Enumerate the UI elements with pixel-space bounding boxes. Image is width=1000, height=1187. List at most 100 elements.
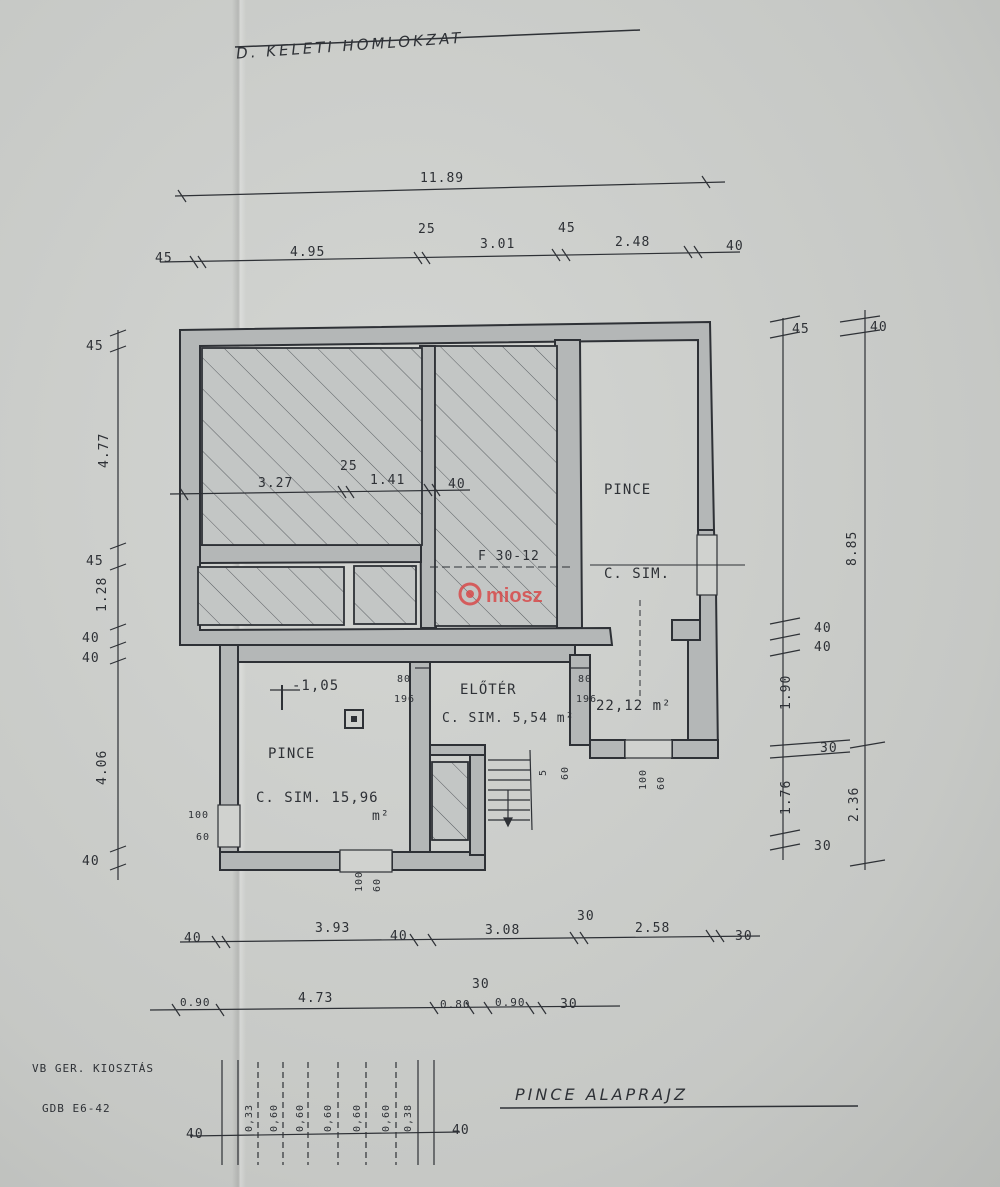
- stair-label-b: 60: [560, 766, 571, 780]
- note-line-2: GDB E6-42: [42, 1102, 111, 1115]
- dim-small-rooms: 1.28: [95, 577, 110, 612]
- room-pince-left-floor: C. SIM. 15,96: [256, 790, 379, 806]
- dim-wall-1: 40: [82, 631, 100, 646]
- window-mid-south: [624, 739, 673, 759]
- hatch-zone-1: [201, 347, 423, 546]
- dim-right-wall-40-b: 40: [814, 640, 832, 655]
- dim-right-wall-45: 45: [792, 322, 810, 337]
- dim-bottom-wall-30: 30: [577, 909, 595, 924]
- dim-bottom-room-1: 3.93: [315, 921, 350, 936]
- dim-b2-d4: 0.90: [495, 996, 526, 1009]
- dim-bottom-wall: 40: [82, 854, 100, 869]
- window-south-bottom: 60: [372, 878, 383, 892]
- window-south: [339, 849, 393, 873]
- dim-right-wall-30-b: 30: [814, 839, 832, 854]
- level-label: -1,05: [292, 678, 339, 694]
- dim-right-wall: 40: [726, 239, 744, 254]
- scale-spacing-6: 0,60: [381, 1104, 392, 1132]
- door-left-bottom: 196: [394, 694, 415, 705]
- vent-icon: [344, 709, 364, 729]
- scale-left: 40: [186, 1127, 204, 1142]
- door-right-top: 80: [578, 674, 592, 685]
- scale-spacing-5: 0,60: [352, 1104, 363, 1132]
- hatched-zones: [197, 345, 558, 841]
- room-eloter-name: ELŐTÉR: [460, 680, 517, 698]
- dim-right-wall-40-top: 40: [870, 320, 888, 335]
- window-west-top: 100: [188, 810, 209, 821]
- dim-room-c: 2.48: [615, 235, 650, 250]
- dim-room-a: 4.95: [290, 245, 325, 260]
- stairs: [488, 749, 533, 831]
- scale-spacing-2: 0,60: [269, 1104, 280, 1132]
- dim-inner-w1: 3.27: [258, 476, 293, 491]
- room-pince-right-name: PINCE: [604, 482, 651, 498]
- room-pince-right-floor: C. SIM.: [604, 566, 670, 582]
- room-eloter-floor: C. SIM. 5,54 m²: [442, 711, 574, 726]
- hatch-zone-5: [431, 761, 469, 841]
- dim-bottom-left-wall: 40: [184, 931, 202, 946]
- door-right-bottom: 196: [576, 694, 597, 705]
- stair-label-a: 5: [538, 769, 549, 776]
- dim-top-wall: 45: [86, 339, 104, 354]
- room-pince-left-unit: m²: [372, 809, 390, 824]
- dim-b2-d5: 30: [472, 977, 490, 992]
- scale-spacing-7: 0,38: [403, 1104, 414, 1132]
- dim-bottom-room-3: 2.58: [635, 921, 670, 936]
- watermark-logo-icon: [458, 582, 482, 606]
- dim-b2-d1: 0.90: [180, 996, 211, 1009]
- hatch-zone-4: [353, 565, 417, 625]
- room-pince-right-area: 22,12 m²: [596, 698, 671, 714]
- scale-spacing-1: 0,33: [244, 1104, 255, 1132]
- dim-b2-d3: 0.80: [440, 998, 471, 1011]
- title-bottom-underline: [499, 1105, 859, 1109]
- dimension-lines: [109, 175, 886, 1165]
- dim-height-176: 1.76: [779, 780, 794, 815]
- title-top-underline: [234, 29, 641, 48]
- dim-height-236: 2.36: [847, 787, 862, 822]
- note-line-1: VB GER. KIOSZTÁS: [32, 1062, 154, 1075]
- dim-b2-d6: 30: [560, 997, 578, 1012]
- title-bottom: PINCE ALAPRAJZ: [515, 1085, 688, 1104]
- window-south-top: 100: [354, 871, 365, 892]
- scale-spacing-3: 0,60: [295, 1104, 306, 1132]
- scale-spacing-4: 0,60: [323, 1104, 334, 1132]
- openings: [217, 534, 718, 873]
- watermark-text: miosz: [486, 585, 543, 607]
- dim-bottom-right-wall: 30: [735, 929, 753, 944]
- dim-lower-room: 4.06: [95, 750, 110, 785]
- dim-right-wall-40-a: 40: [814, 621, 832, 636]
- floor-label: F 30-12: [478, 549, 540, 564]
- dim-inner-w4: 40: [448, 477, 466, 492]
- dim-bottom-room-2: 3.08: [485, 923, 520, 938]
- dim-wall-2: 40: [82, 651, 100, 666]
- walls: [179, 320, 720, 871]
- window-mid-top: 100: [638, 769, 649, 790]
- scale-right: 40: [452, 1123, 470, 1138]
- dim-upper-rooms: 4.77: [97, 433, 112, 468]
- dim-left-wall: 45: [155, 251, 173, 266]
- dim-right-wall-30-a: 30: [820, 741, 838, 756]
- door-left-top: 80: [397, 674, 411, 685]
- dim-overall-width: 11.89: [420, 171, 464, 186]
- window-west-bottom: 60: [196, 832, 210, 843]
- hatch-zone-2: [434, 345, 558, 627]
- dim-inner-w3: 1.41: [370, 473, 405, 488]
- dim-mid-wall: 45: [86, 554, 104, 569]
- dim-room-b: 3.01: [480, 237, 515, 252]
- watermark: miosz: [458, 582, 543, 607]
- dim-b2-d2: 4.73: [298, 991, 333, 1006]
- room-pince-left-name: PINCE: [268, 746, 315, 762]
- dim-bottom-mid-wall: 40: [390, 929, 408, 944]
- dim-overall-height: 8.85: [845, 531, 860, 566]
- dim-wall-a: 25: [418, 222, 436, 237]
- dim-height-190: 1.90: [779, 675, 794, 710]
- vent-core-icon: [351, 716, 357, 722]
- dim-wall-b: 45: [558, 221, 576, 236]
- window-mid-bottom: 60: [656, 776, 667, 790]
- dim-inner-w2: 25: [340, 459, 358, 474]
- watermark-logo-dot-icon: [466, 590, 474, 598]
- window-west: [217, 804, 241, 848]
- hatch-zone-3: [197, 566, 345, 626]
